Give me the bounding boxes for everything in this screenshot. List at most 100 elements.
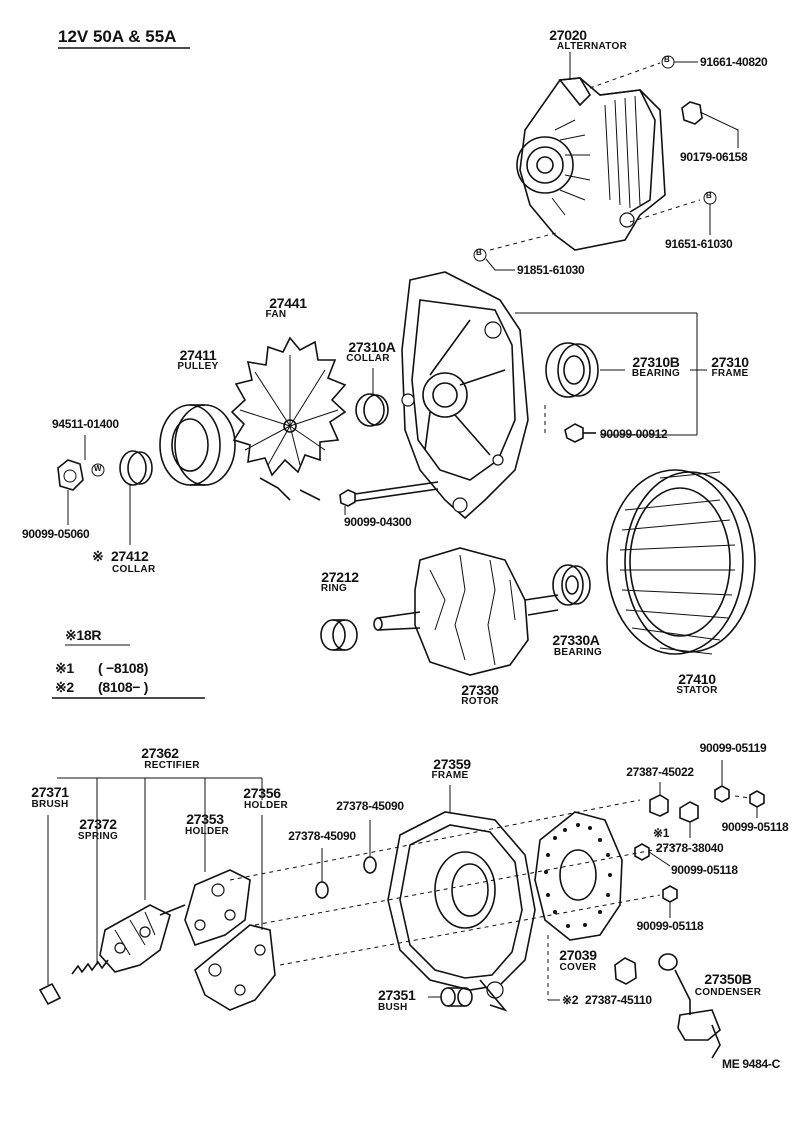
collar-27412-drawing: [119, 450, 153, 545]
nut-05119-number: 90099-05119: [699, 741, 767, 755]
insulator-45090-drawing: [315, 820, 377, 899]
insulator-lower-number: 27378-45090: [288, 829, 356, 843]
legend-18r: ※18R: [65, 627, 102, 643]
figure-id: ME 9484-C: [722, 1057, 780, 1071]
b-markers: [473, 55, 717, 271]
collar-27412-name: COLLAR: [112, 564, 156, 575]
legend-note2-mark: ※2: [55, 679, 74, 695]
fan-number: 27441: [269, 295, 307, 311]
nut-90179-number: 90179-06158: [680, 150, 748, 164]
condenser-name: CONDENSER: [694, 987, 762, 998]
washer-w-mark: W: [94, 464, 102, 473]
cover-drawing: [534, 811, 623, 1001]
rear-frame-name: FRAME: [431, 770, 469, 781]
rear-frame-drawing: [387, 785, 536, 1012]
alternator-number: 27020: [549, 27, 587, 43]
bolt-91851-number: 91851-61030: [517, 263, 585, 277]
bearing-27310b-drawing: [545, 342, 599, 398]
ring-drawing: [320, 619, 358, 651]
nut-05060-number: 90099-05060: [22, 527, 90, 541]
bearing-27310b-name: BEARING: [631, 368, 681, 379]
rectifier-bracket: [57, 777, 263, 950]
nut-05118-b-number: 90099-05118: [671, 863, 738, 877]
condenser-number: 27350B: [704, 971, 752, 987]
alternator-drawing: [489, 52, 701, 251]
cover-name: COVER: [559, 962, 597, 973]
diagram-title: 12V 50A & 55A: [58, 27, 177, 46]
rectifier-name: RECTIFIER: [144, 760, 200, 771]
stator-drawing: [606, 469, 756, 655]
rectifier-drawing: [99, 904, 186, 973]
holder-27353-name: HOLDER: [184, 826, 230, 837]
front-frame-drawing: [401, 271, 529, 520]
collar-27412-mark: ※: [92, 548, 104, 564]
insulator-upper-number: 27378-45090: [336, 799, 404, 813]
insulator-38040-number: 27378-38040: [656, 841, 724, 855]
terminal-45110-mark: ※2: [562, 993, 579, 1007]
stator-name: STATOR: [676, 685, 718, 696]
pulley-name: PULLEY: [177, 361, 219, 372]
nut-05118-a-number: 90099-05118: [721, 820, 789, 834]
collar-27310a-number: 27310A: [348, 339, 396, 355]
ring-name: RING: [320, 583, 348, 594]
frame-27310-name: FRAME: [711, 368, 749, 379]
spring-number: 27372: [79, 816, 117, 832]
brush-name: BRUSH: [31, 799, 69, 810]
bolt-04300-number: 90099-04300: [344, 515, 412, 529]
b-marker-left: B: [476, 248, 482, 257]
spring-name: SPRING: [77, 831, 119, 842]
holder-27353-number: 27353: [186, 811, 224, 827]
brush-drawing: [38, 815, 62, 1006]
bearing-27330a-drawing: [552, 564, 591, 606]
screw-00912-number: 90099-00912: [600, 427, 668, 441]
rotor-name: ROTOR: [461, 696, 499, 707]
bearing-27330a-number: 27330A: [552, 632, 600, 648]
rectifier-number: 27362: [141, 745, 179, 761]
terminals-drawing: [229, 760, 765, 985]
pulley-number: 27411: [179, 347, 217, 363]
bush-number: 27351: [378, 987, 416, 1003]
holder-27356-name: HOLDER: [243, 800, 289, 811]
frame-bracket: [515, 312, 707, 437]
holder-27353-drawing: [184, 845, 251, 946]
terminal-45022-number: 27387-45022: [626, 765, 694, 779]
screw-00912-drawing: [564, 423, 596, 443]
rotor-drawing: [373, 547, 559, 676]
legend-note2-range: (8108− ): [98, 679, 149, 695]
b-marker-top: B: [664, 55, 670, 64]
bush-drawing: [428, 987, 473, 1007]
bearing-27310b-number: 27310B: [632, 354, 680, 370]
rear-frame-number: 27359: [433, 756, 471, 772]
rotor-number: 27330: [461, 682, 499, 698]
nut-90179-drawing: [681, 101, 739, 148]
insulator-38040-mark: ※1: [653, 826, 670, 840]
holder-27356-number: 27356: [243, 785, 281, 801]
nut-05118-c-number: 90099-05118: [636, 919, 704, 933]
bolt-91661-number: 91661-40820: [700, 55, 768, 69]
legend-note1-mark: ※1: [55, 660, 74, 676]
collar-27310a-name: COLLAR: [346, 353, 390, 364]
alternator-name: ALTERNATOR: [556, 41, 628, 52]
condenser-drawing: [658, 953, 721, 1059]
washer-w-drawing: [91, 463, 105, 477]
bolt-04300-drawing: [339, 481, 439, 515]
holder-27356-drawing: [194, 815, 276, 1011]
cover-number: 27039: [559, 947, 597, 963]
bolt-91651-number: 91651-61030: [665, 237, 733, 251]
collar-27412-number: 27412: [111, 548, 149, 564]
pulley-drawing: [159, 404, 236, 486]
fan-name: FAN: [265, 309, 287, 320]
brush-number: 27371: [31, 784, 69, 800]
frame-27310-number: 27310: [711, 354, 749, 370]
legend-note1-range: ( −8108): [98, 660, 149, 676]
collar-27310a-drawing: [355, 368, 389, 427]
stator-number: 27410: [678, 671, 716, 687]
nut-05060-drawing: [57, 435, 86, 525]
bush-name: BUSH: [378, 1002, 408, 1013]
terminal-45110-number: 27387-45110: [585, 993, 652, 1007]
b-marker-right: B: [706, 191, 712, 200]
washer-94511-number: 94511-01400: [52, 417, 119, 431]
ring-number: 27212: [321, 569, 359, 585]
